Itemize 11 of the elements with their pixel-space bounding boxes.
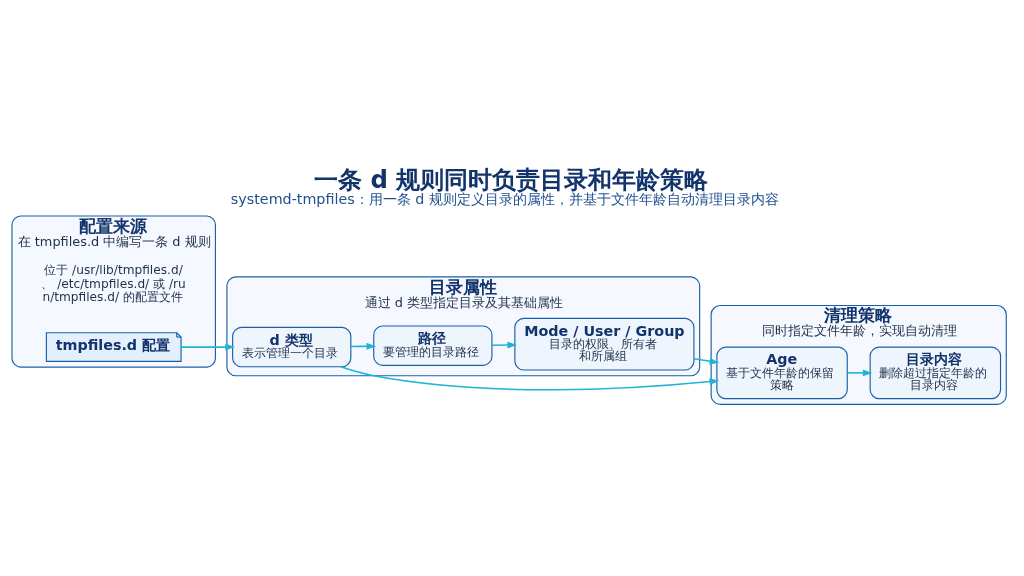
node-box: Age 基于文件年龄的保留策略 xyxy=(716,346,848,400)
node-box: 目录内容 删除超过指定年龄的目录内容 xyxy=(869,346,1002,400)
node-box: d 类型 表示管理一个目录 xyxy=(232,326,352,368)
arrow xyxy=(693,357,720,365)
arrow xyxy=(846,369,873,377)
arrow xyxy=(180,343,235,351)
arrow xyxy=(491,341,518,349)
node-label: 位于 /usr/lib/tmpfiles.d/、 /etc/tmpfiles.d/ 或 /run/tmpfiles.d/ 的配置文件 xyxy=(41,263,186,305)
arrow xyxy=(340,366,720,391)
node-box: 路径 要管理的目录路径 xyxy=(373,325,493,366)
node-box: Mode / User / Group 目录的权限、所有者和所属组 xyxy=(514,317,695,371)
